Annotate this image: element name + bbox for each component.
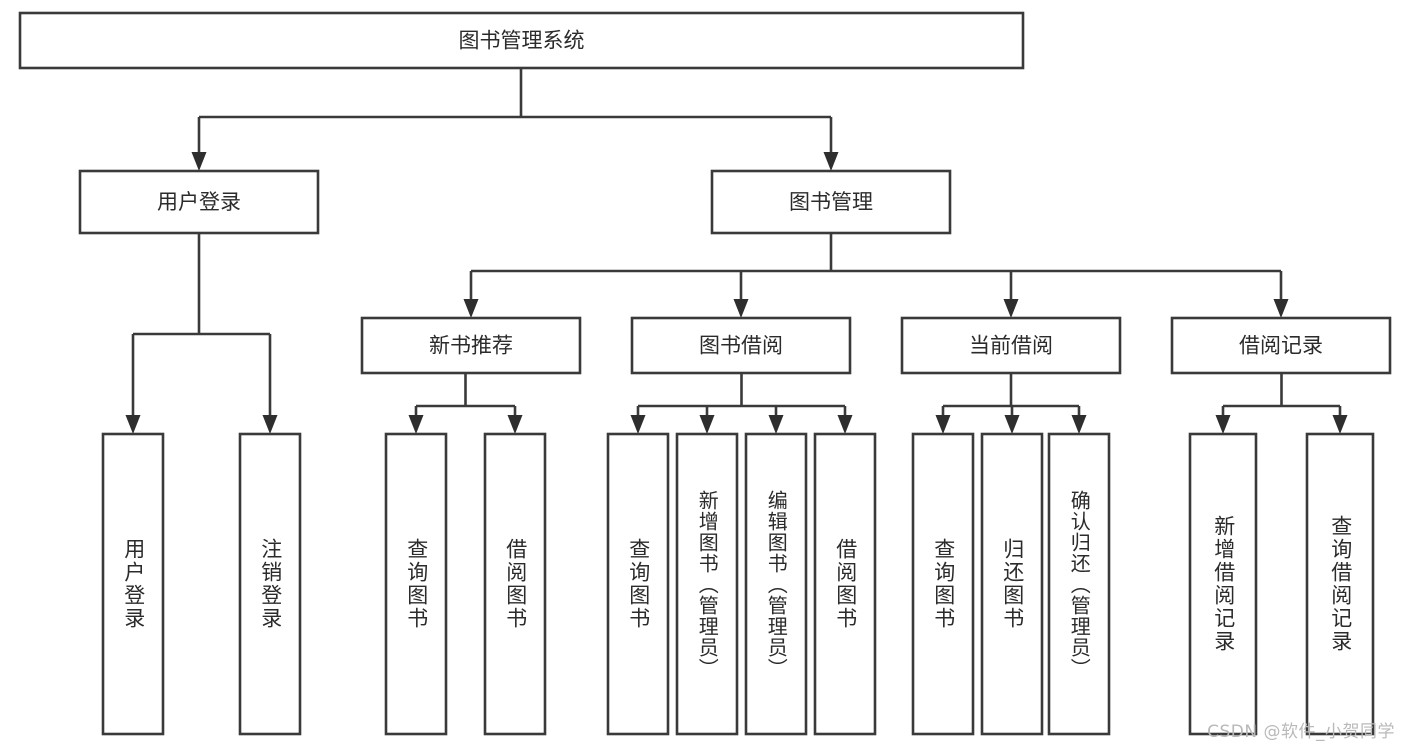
arrow-head-icon (1215, 415, 1231, 434)
node-level2-0-label: 用户登录 (157, 190, 241, 214)
node-level3-2-label: 当前借阅 (969, 334, 1053, 358)
node-level3-0-label: 新书推荐 (429, 334, 513, 358)
node-level3-1[interactable] (630, 316, 852, 375)
arrow-head-icon (823, 152, 839, 171)
node-leaf-11[interactable] (1188, 432, 1258, 736)
connector-newbook_to_leaves (414, 373, 517, 415)
node-leaf-3[interactable] (483, 432, 547, 736)
arrow-head-icon (630, 415, 646, 434)
arrow-head-icon (463, 299, 479, 318)
node-level2-1-label: 图书管理 (789, 190, 873, 214)
node-leaf-0[interactable] (101, 432, 165, 736)
arrow-head-icon (125, 415, 141, 434)
connector-root_to_level2 (197, 68, 833, 152)
node-leaf-5[interactable] (675, 432, 739, 736)
box-layer (18, 11, 1392, 736)
node-level2-0[interactable] (78, 169, 320, 235)
node-leaf-4[interactable] (606, 432, 670, 736)
arrow-head-icon (837, 415, 853, 434)
arrow-head-icon (1071, 415, 1087, 434)
connector-record_to_leaves (1221, 373, 1342, 415)
arrow-head-icon (1003, 299, 1019, 318)
node-leaf-6[interactable] (744, 432, 808, 736)
watermark: CSDN @软件_小贺同学 (1207, 722, 1395, 742)
node-leaf-8[interactable] (911, 432, 975, 736)
arrow-head-icon (935, 415, 951, 434)
edge-layer (125, 68, 1348, 434)
node-root[interactable] (18, 11, 1025, 70)
connector-bookmgmt_to_level3 (469, 233, 1283, 299)
arrow-head-icon (507, 415, 523, 434)
node-level2-1[interactable] (710, 169, 952, 235)
node-level3-3[interactable] (1170, 316, 1392, 375)
arrow-head-icon (1273, 299, 1289, 318)
connector-borrow_to_leaves (636, 373, 847, 415)
arrow-head-icon (1004, 415, 1020, 434)
arrow-head-icon (262, 415, 278, 434)
node-level3-3-label: 借阅记录 (1239, 334, 1323, 358)
node-leaf-9[interactable] (980, 432, 1044, 736)
node-root-label: 图书管理系统 (459, 29, 585, 53)
arrow-head-icon (768, 415, 784, 434)
connector-current_to_leaves (941, 373, 1081, 415)
arrow-head-icon (408, 415, 424, 434)
arrow-head-icon (191, 152, 207, 171)
arrow-head-icon (699, 415, 715, 434)
node-leaf-10[interactable] (1047, 432, 1111, 736)
node-leaf-7[interactable] (813, 432, 877, 736)
connector-userlogin_to_leaves (131, 233, 272, 415)
node-level3-0[interactable] (360, 316, 582, 375)
node-level3-2[interactable] (900, 316, 1122, 375)
node-leaf-1[interactable] (238, 432, 302, 736)
node-level3-1-label: 图书借阅 (699, 334, 783, 358)
arrow-head-icon (1332, 415, 1348, 434)
node-leaf-12[interactable] (1305, 432, 1375, 736)
arrow-head-icon (733, 299, 749, 318)
node-leaf-2[interactable] (384, 432, 448, 736)
